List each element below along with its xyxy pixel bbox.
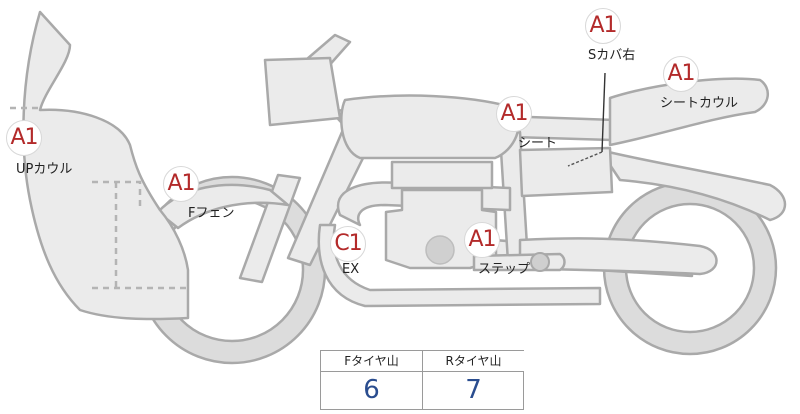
- s-cover-leader-dash: [567, 151, 603, 167]
- upper-cowl: [22, 10, 190, 321]
- part-label: UPカウル: [16, 162, 73, 177]
- step-peg: [530, 252, 550, 272]
- cowl-seam-mid: [92, 180, 142, 210]
- grade-badge: A1: [585, 8, 621, 44]
- side-cover: [518, 146, 614, 198]
- engine-top: [390, 160, 494, 190]
- part-label: シートカウル: [660, 96, 739, 111]
- engine-cover: [425, 235, 455, 265]
- front-tire-column: Fタイヤ山 6: [321, 351, 422, 409]
- table-divider: [422, 351, 423, 409]
- front-tire-value: 6: [363, 375, 380, 405]
- part-label: Sカバ右: [588, 48, 636, 63]
- part-label: EX: [342, 262, 360, 277]
- top-bracket: [263, 56, 342, 127]
- part-label: ステップ: [478, 262, 531, 277]
- part-label: Fフェン: [188, 206, 235, 221]
- rear-tire-column: Rタイヤ山 7: [423, 351, 524, 409]
- exhaust-muffler: [518, 237, 718, 276]
- grade-badge: A1: [163, 166, 199, 202]
- front-tire-header: Fタイヤ山: [321, 351, 422, 372]
- s-cover-leader: [601, 72, 606, 153]
- grade-badge: A1: [496, 96, 532, 132]
- tire-tread-table: Fタイヤ山 6 Rタイヤ山 7: [320, 350, 524, 410]
- rear-fender: [598, 148, 787, 222]
- grade-badge: A1: [663, 56, 699, 92]
- grade-badge: C1: [330, 226, 366, 262]
- grade-badge: A1: [6, 120, 42, 156]
- part-label: シート: [518, 136, 558, 151]
- rear-tire-header: Rタイヤ山: [423, 351, 524, 372]
- grade-badge: A1: [464, 222, 500, 258]
- fuel-tank: [340, 94, 521, 160]
- rear-tire-value: 7: [465, 375, 482, 405]
